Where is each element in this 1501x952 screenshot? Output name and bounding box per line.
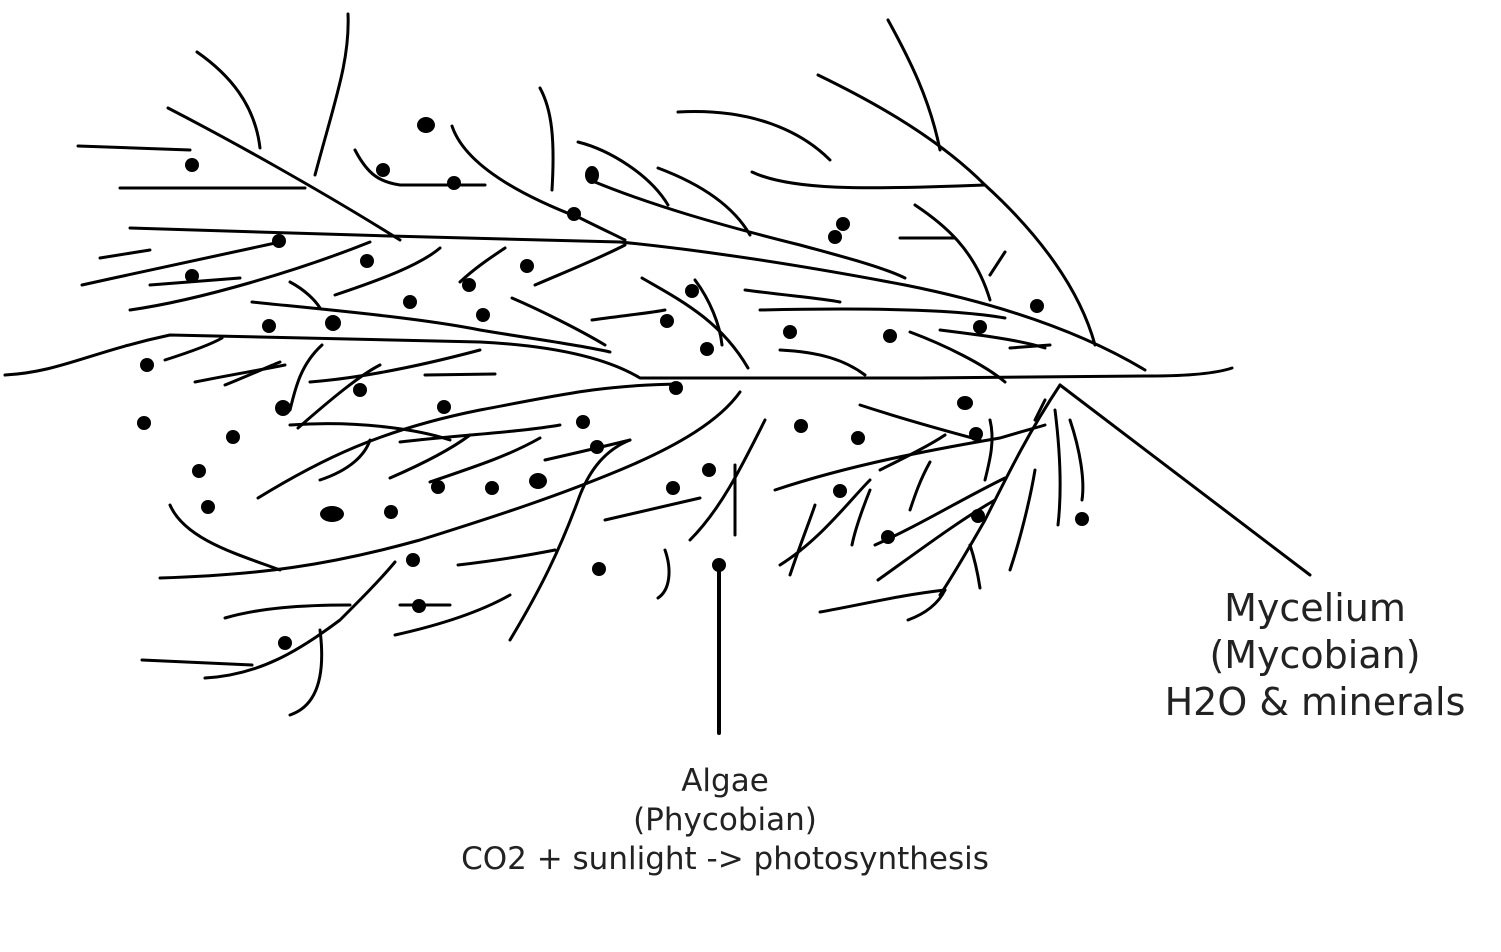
algae-subtitle: (Phycobian) (633, 802, 817, 838)
algae-function: CO2 + sunlight -> photosynthesis (461, 841, 989, 877)
algae-title: Algae (681, 763, 769, 799)
algae-cells (137, 117, 1089, 650)
mycelium-title: Mycelium (1224, 586, 1406, 630)
algae-label: Algae (Phycobian) CO2 + sunlight -> phot… (430, 762, 1020, 879)
mycelium-subtitle: (Mycobian) (1209, 633, 1421, 677)
mycelium-label: Mycelium (Mycobian) H2O & minerals (1150, 585, 1480, 726)
mycelium-function: H2O & minerals (1164, 680, 1466, 724)
hyphae-network (3, 12, 1312, 717)
